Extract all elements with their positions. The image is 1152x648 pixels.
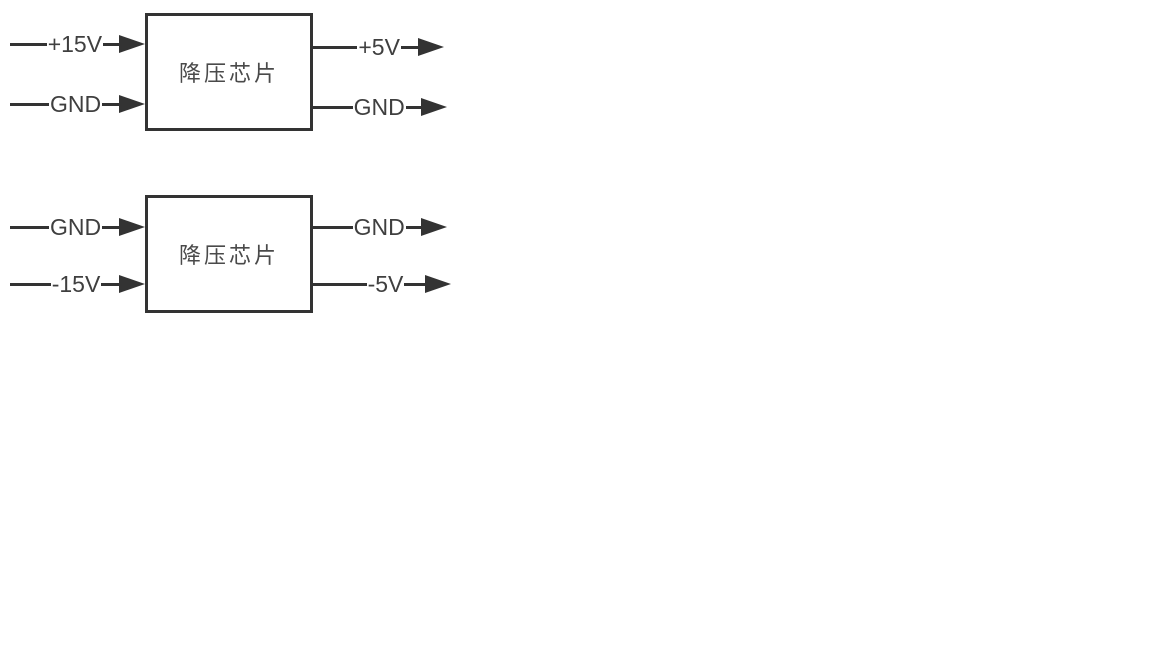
arrow-right-icon bbox=[418, 38, 444, 56]
pin-label: GND bbox=[49, 213, 102, 240]
wire-segment bbox=[10, 102, 49, 106]
input-pin-plus15v: +15V bbox=[10, 31, 145, 57]
wire-segment bbox=[313, 105, 353, 109]
arrow-right-icon bbox=[421, 98, 447, 116]
pin-label: +15V bbox=[47, 30, 103, 57]
wire-segment bbox=[313, 282, 367, 286]
wire-segment bbox=[405, 225, 421, 229]
wire-segment bbox=[405, 105, 421, 109]
wire-segment bbox=[400, 45, 418, 49]
pin-label: +5V bbox=[358, 33, 400, 60]
wire-segment bbox=[103, 42, 119, 46]
block-label: 降压芯片 bbox=[178, 61, 279, 86]
wire-segment bbox=[102, 225, 119, 229]
wire-segment bbox=[10, 282, 51, 286]
output-pin-gnd: GND bbox=[313, 214, 447, 240]
pin-label: GND bbox=[353, 93, 405, 120]
pin-label: GND bbox=[49, 90, 102, 117]
wire-segment bbox=[10, 225, 49, 229]
arrow-right-icon bbox=[421, 218, 447, 236]
output-pin-minus5v: -5V bbox=[313, 271, 451, 297]
arrow-right-icon bbox=[425, 275, 451, 293]
output-pin-plus5v: +5V bbox=[313, 34, 444, 60]
block-label: 降压芯片 bbox=[178, 243, 279, 268]
input-pin-minus15v: -15V bbox=[10, 271, 145, 297]
pin-label: GND bbox=[353, 213, 405, 240]
input-pin-gnd: GND bbox=[10, 91, 145, 117]
buck-converter-block-negative: 降压芯片 bbox=[145, 195, 313, 313]
wire-segment bbox=[102, 102, 119, 106]
wire-segment bbox=[313, 45, 358, 49]
wire-segment bbox=[404, 282, 425, 286]
arrow-right-icon bbox=[119, 218, 145, 236]
arrow-right-icon bbox=[119, 275, 145, 293]
wire-segment bbox=[10, 42, 47, 46]
wire-segment bbox=[101, 282, 119, 286]
wire-segment bbox=[313, 225, 353, 229]
arrow-right-icon bbox=[119, 35, 145, 53]
arrow-right-icon bbox=[119, 95, 145, 113]
input-pin-gnd: GND bbox=[10, 214, 145, 240]
buck-converter-block-positive: 降压芯片 bbox=[145, 13, 313, 131]
output-pin-gnd: GND bbox=[313, 94, 447, 120]
pin-label: -5V bbox=[367, 270, 404, 297]
pin-label: -15V bbox=[51, 270, 101, 297]
